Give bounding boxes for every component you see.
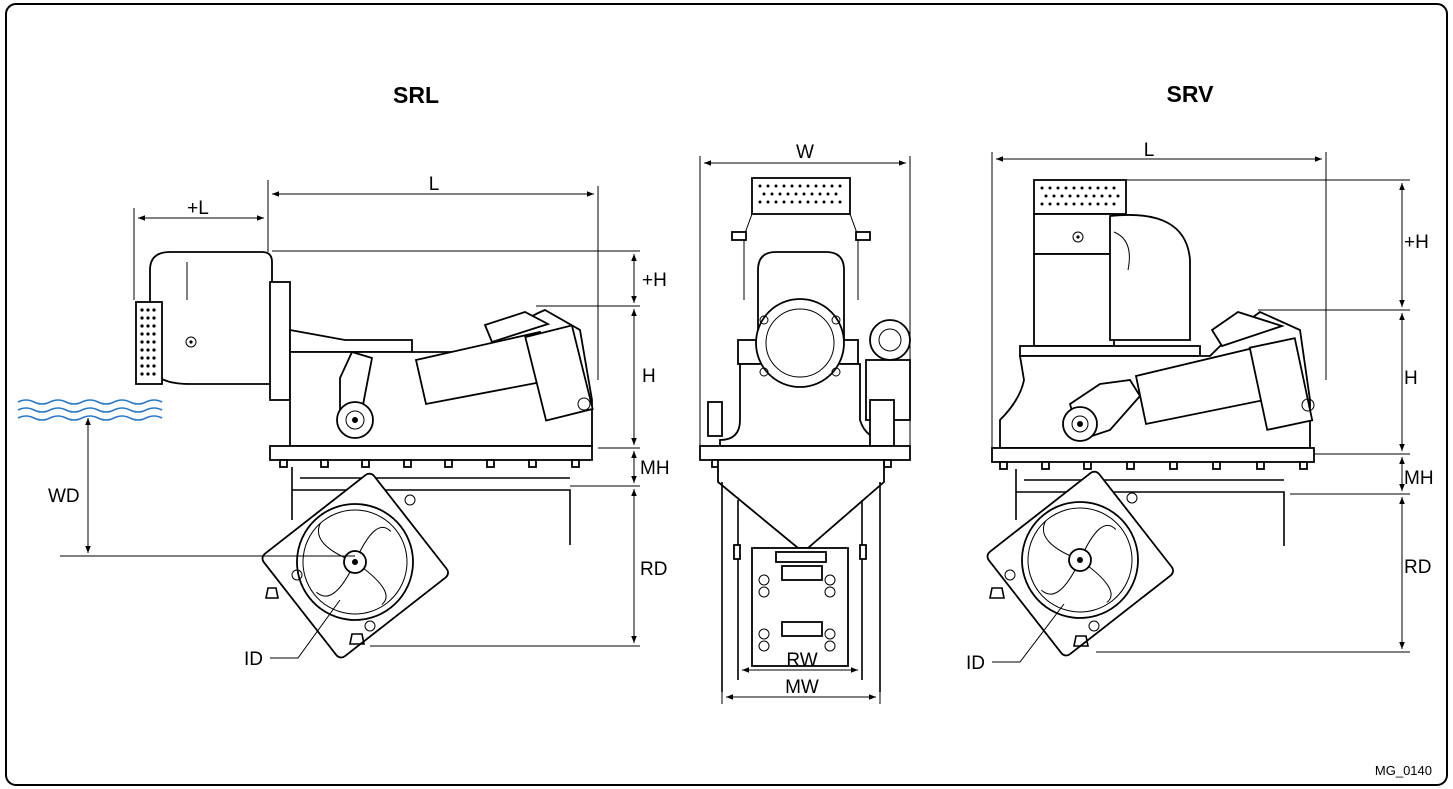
srl-motor xyxy=(135,251,273,385)
dim-front-mw: MW xyxy=(785,677,819,698)
dim-srl-id: ID xyxy=(244,649,263,670)
dim-srv-mh: MH xyxy=(1404,468,1434,489)
water-line-icon xyxy=(17,399,163,421)
srl-motor-vent-icon xyxy=(140,308,156,376)
srv-anode-icon xyxy=(989,492,1138,647)
srl-actuator xyxy=(414,311,594,422)
front-dimension-lines xyxy=(699,156,911,704)
dim-srl-wd: WD xyxy=(48,486,80,507)
front-side-unit xyxy=(707,319,911,447)
dim-srv-l: L xyxy=(1144,140,1155,161)
dim-srv-id: ID xyxy=(966,653,985,674)
srl-pivot xyxy=(336,350,374,439)
srv-actuator xyxy=(1134,311,1315,431)
dim-srv-h: H xyxy=(1404,368,1418,389)
srl-side-view xyxy=(135,251,594,659)
drawing-code: MG_0140 xyxy=(1375,763,1432,778)
srv-propeller-housing xyxy=(986,470,1174,657)
srv-bolts xyxy=(999,461,1308,470)
dim-front-rw: RW xyxy=(786,650,817,671)
dim-front-w: W xyxy=(796,142,814,163)
srl-anode-icon xyxy=(265,494,416,645)
srv-pivot xyxy=(1062,379,1142,442)
srl-dimension-lines xyxy=(60,180,640,659)
srv-side-view xyxy=(986,179,1315,657)
dim-srl-h: H xyxy=(642,366,656,387)
dim-srv-plus-h: +H xyxy=(1404,232,1429,253)
front-nut-icons xyxy=(733,544,867,652)
dim-srv-rd: RD xyxy=(1404,557,1431,578)
srv-dimension-lines xyxy=(991,152,1410,663)
dim-srl-plus-h: +H xyxy=(642,270,667,291)
srl-propeller-housing xyxy=(261,472,449,659)
dim-srl-rd: RD xyxy=(640,559,667,580)
dim-srl-plus-l: +L xyxy=(187,198,209,219)
front-view xyxy=(699,177,911,692)
front-motor-vent-icon xyxy=(758,184,842,204)
view-title-srl: SRL xyxy=(393,82,439,108)
srv-motor-vent-icon xyxy=(1040,186,1120,206)
dim-srl-mh: MH xyxy=(640,458,670,479)
dim-srl-l: L xyxy=(429,174,440,195)
srl-bolts xyxy=(279,459,580,468)
view-title-srv: SRV xyxy=(1167,81,1215,107)
